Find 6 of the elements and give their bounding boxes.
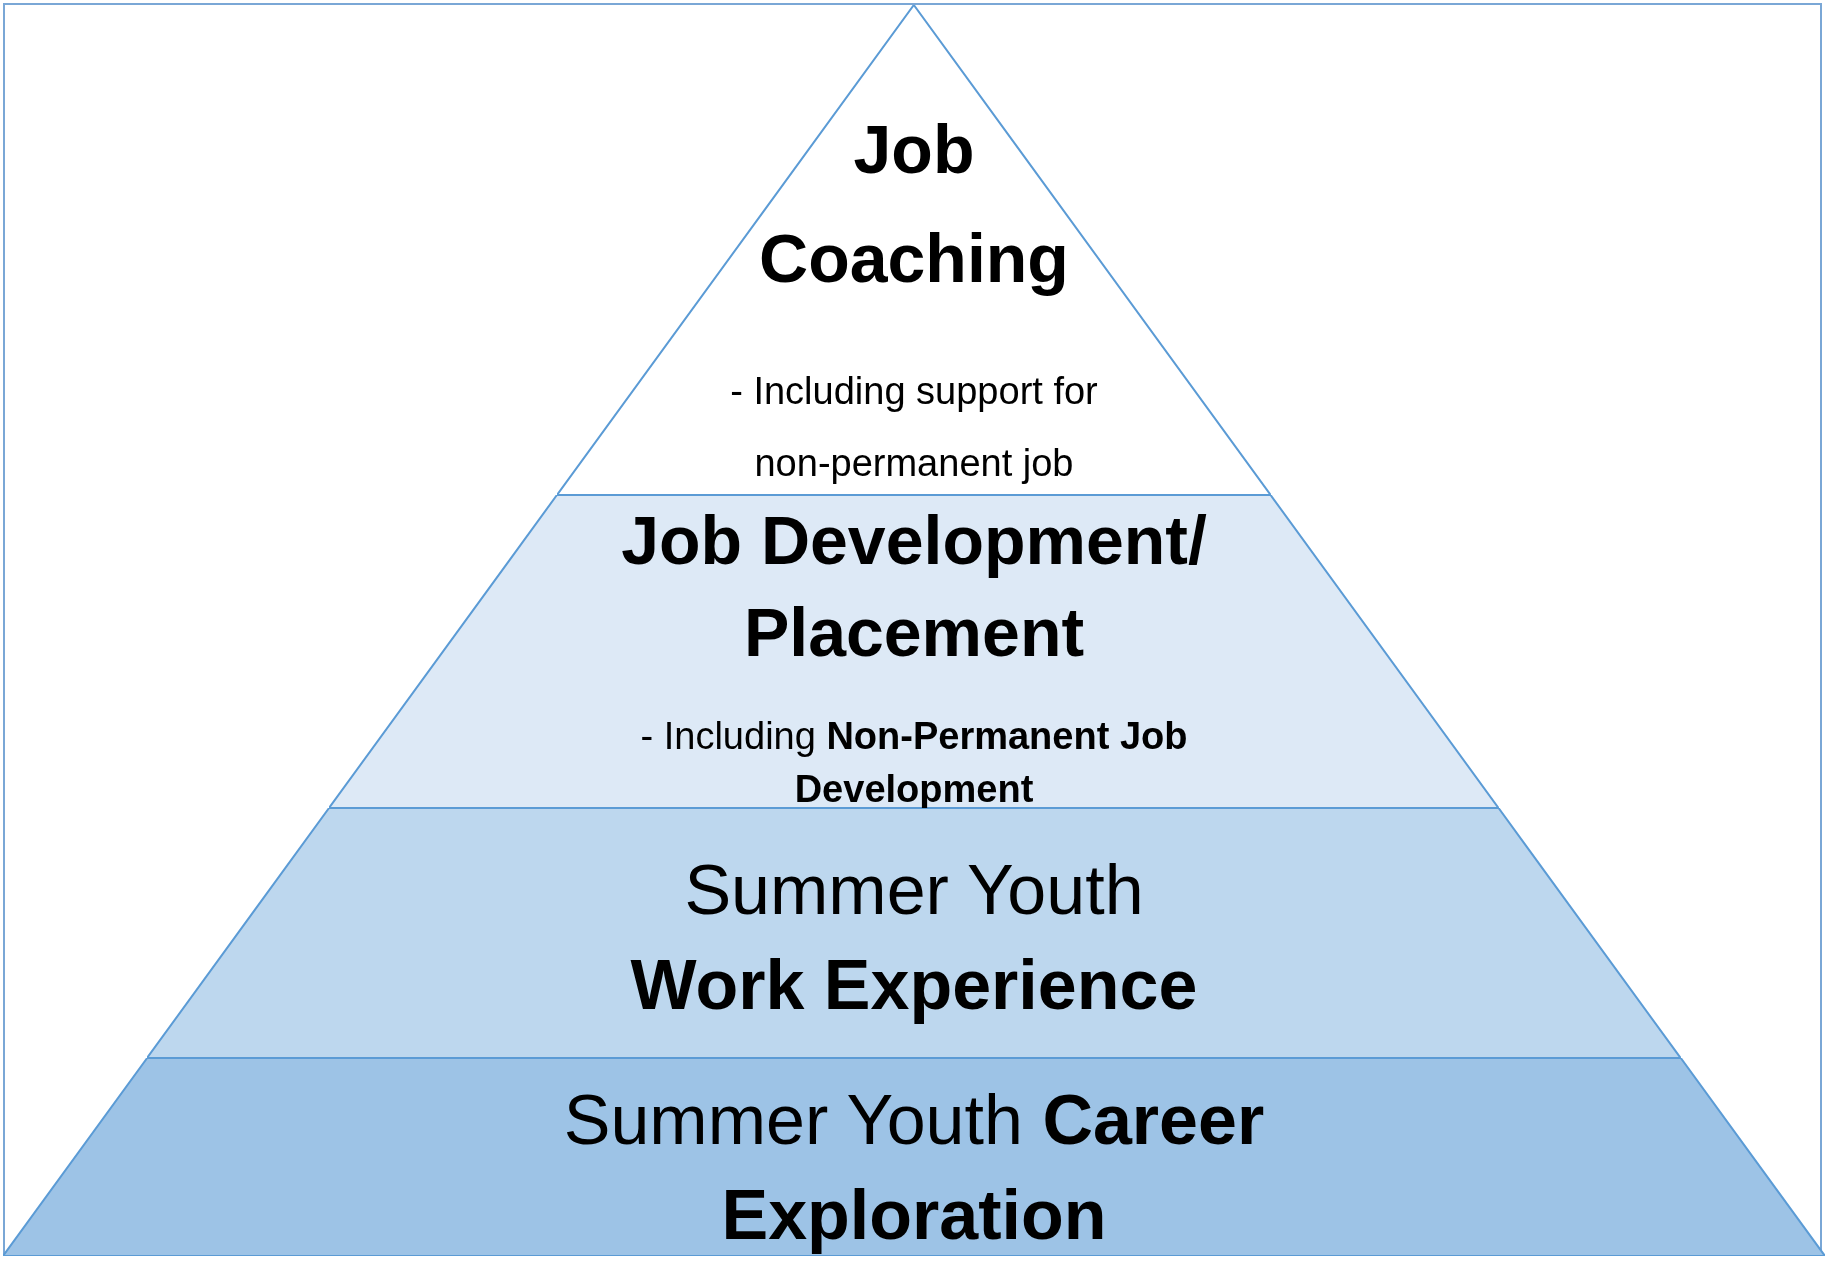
tier-heading: Job Development/ Placement: [620, 501, 1208, 672]
tier-label: Summer Youth Career Exploration: [562, 1080, 1266, 1256]
tier-heading: Job Coaching: [758, 110, 1070, 298]
tier-note: - Including Non-Permanent Job Development: [639, 714, 1189, 813]
tier-note: - Including support for non-permanent job: [729, 369, 1099, 487]
tier-label: Summer Youth Work Experience: [629, 850, 1199, 1026]
